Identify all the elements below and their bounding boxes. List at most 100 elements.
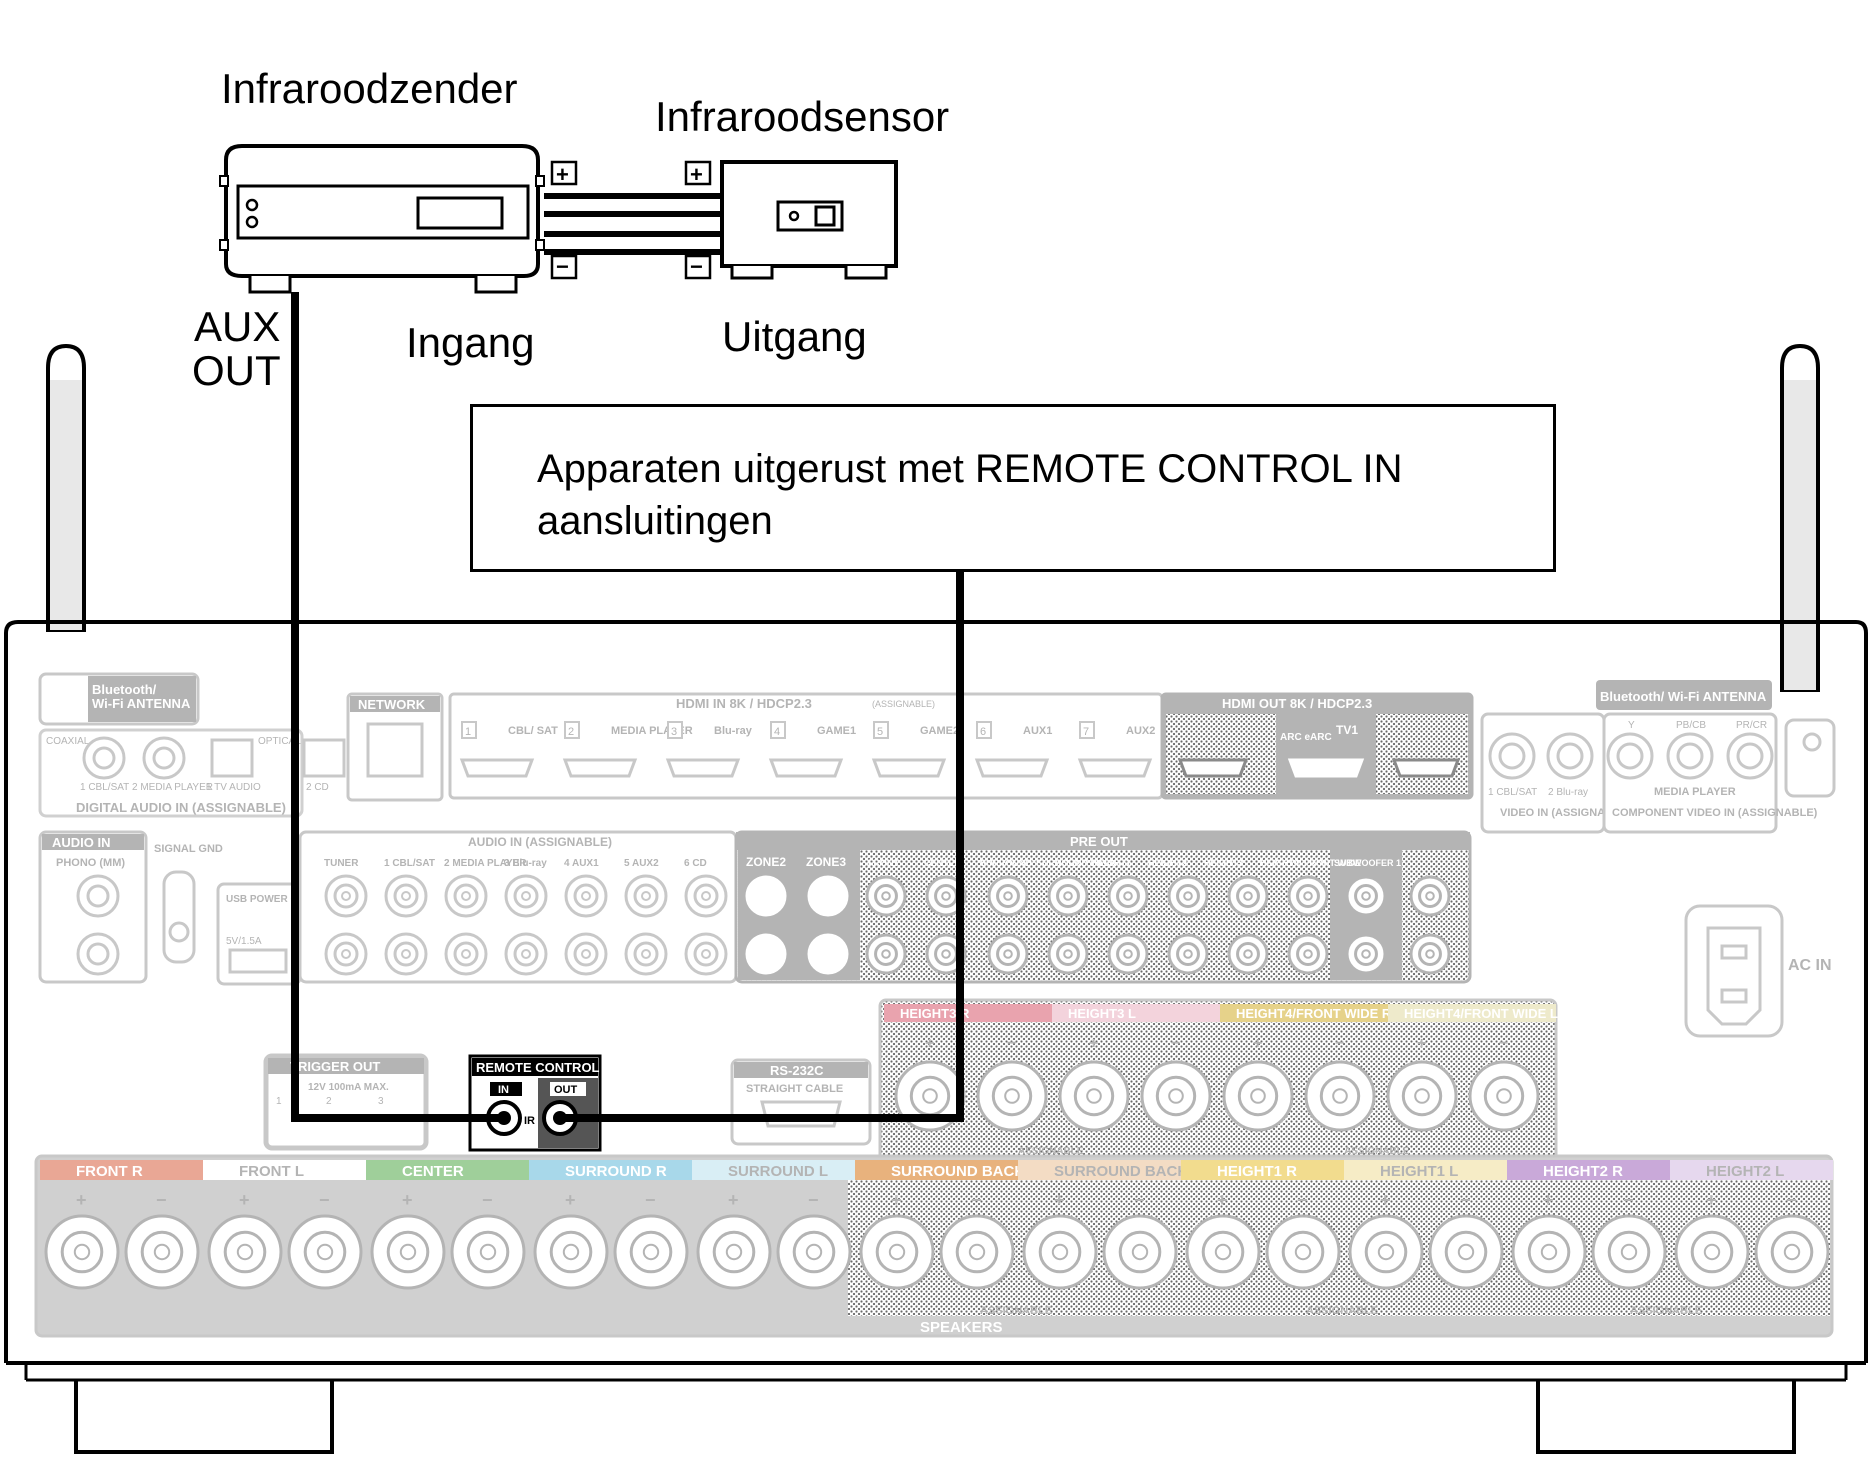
speaker-channel-header — [1181, 1160, 1344, 1180]
digital-input-4: 2 CD — [306, 782, 329, 793]
pre-out-channel-label: HEIGHT3 — [1204, 858, 1243, 868]
network-label: NETWORK — [358, 697, 426, 712]
pre-out-jack-lower — [1409, 933, 1451, 975]
remote-out-cable — [560, 572, 964, 1122]
speaker-polarity-plus: + — [1380, 1190, 1391, 1210]
callout-line-1: Apparaten uitgerust met REMOTE CONTROL I… — [537, 447, 1403, 491]
signal-gnd-label: SIGNAL GND — [154, 843, 223, 855]
video-input-2: 2 Blu-ray — [1548, 787, 1588, 798]
speaker-polarity-minus: − — [1623, 1190, 1634, 1210]
upper-speaker-terminal — [1468, 1060, 1540, 1132]
speaker-terminal-minus — [287, 1214, 363, 1290]
speaker-channel-header — [529, 1160, 692, 1180]
component-y: Y — [1628, 720, 1635, 731]
upper-speaker-polarity: + — [1417, 1035, 1426, 1052]
speaker-polarity-minus: − — [645, 1190, 656, 1210]
hdmi-in-number-box — [770, 721, 786, 739]
aux-out-cable — [291, 292, 504, 1122]
speaker-channel-label: SURROUND BACK R — [891, 1163, 1040, 1180]
audio-in-jack-r — [504, 932, 548, 976]
audio-in-jack-l — [684, 874, 728, 918]
pre-out-jack-upper — [1345, 875, 1387, 917]
hdmi-in-number: 2 — [568, 726, 574, 738]
audio-in-jack-l — [444, 874, 488, 918]
trigger-1: 1 — [276, 1096, 282, 1107]
pre-out-jack-lower — [987, 933, 1029, 975]
audio-in-jack-l — [564, 874, 608, 918]
ir-sensor — [720, 160, 898, 280]
bt-antenna-left-label-1: Bluetooth/ — [92, 682, 157, 697]
optical-jack-1 — [210, 738, 254, 778]
hdmi-in-port — [459, 758, 535, 778]
audio-in-name: 4 AUX1 — [564, 858, 599, 869]
pre-out-jack-upper — [807, 875, 849, 917]
hdmi-in-number: 7 — [1083, 726, 1089, 738]
pre-out-jack-upper — [1047, 875, 1089, 917]
speaker-polarity-minus: − — [808, 1190, 819, 1210]
upper-speaker-header — [1388, 1004, 1556, 1022]
svg-text:−: − — [690, 254, 703, 279]
pre-out-jack-upper — [1287, 875, 1329, 917]
video-input-1: 1 CBL/SAT — [1488, 787, 1537, 798]
pre-out-channel-label: CENTER — [924, 858, 962, 868]
audio-in-jack-r — [384, 932, 428, 976]
speaker-polarity-minus: − — [971, 1190, 982, 1210]
component-jack-y — [1606, 732, 1654, 780]
sensor-cable — [544, 193, 722, 255]
upper-speaker-terminal — [1386, 1060, 1458, 1132]
component-pr: PR/CR — [1736, 720, 1767, 731]
hdmi-in-name: AUX2 — [1126, 725, 1155, 737]
hdmi-in-number: 6 — [980, 726, 986, 738]
speaker-terminal-minus — [450, 1214, 526, 1290]
antenna-connector-right — [1784, 718, 1836, 798]
network-jack — [366, 722, 424, 778]
speaker-polarity-minus: − — [1460, 1190, 1471, 1210]
speaker-terminal-minus — [124, 1214, 200, 1290]
speaker-polarity-plus: + — [891, 1190, 902, 1210]
audio-in-phono-label: AUDIO IN — [52, 835, 111, 850]
hdmi-in-label: HDMI IN 8K / HDCP2.3 — [676, 696, 812, 711]
pre-out-channel-label: HEIGHT4/ FRONT WIDE — [1260, 858, 1361, 868]
trigger-3: 3 — [378, 1096, 384, 1107]
speaker-polarity-minus: − — [1297, 1190, 1308, 1210]
digital-audio-label: DIGITAL AUDIO IN (ASSIGNABLE) — [76, 800, 286, 815]
coax-jack-2 — [142, 736, 186, 780]
transmitter-plus-terminal: + — [550, 160, 578, 187]
hdmi-in-port — [665, 758, 741, 778]
media-player-label: MEDIA PLAYER — [1654, 786, 1736, 798]
pre-out-jack-lower — [1167, 933, 1209, 975]
upper-speaker-header — [884, 1004, 1052, 1022]
upper-speaker-label: HEIGHT4/FRONT WIDE L — [1404, 1006, 1558, 1021]
hdmi-in-number: 1 — [465, 726, 471, 738]
speaker-terminal-plus — [1022, 1214, 1098, 1290]
speaker-polarity-plus: + — [1706, 1190, 1717, 1210]
upper-speaker-label: HEIGHT3 L — [1068, 1006, 1136, 1021]
bt-antenna-right-label: Bluetooth/ Wi-Fi ANTENNA — [1600, 689, 1767, 704]
upper-speaker-polarity: + — [1253, 1035, 1262, 1052]
digital-input-2: 2 MEDIA PLAYER — [132, 782, 213, 793]
hdmi-in-port — [974, 758, 1050, 778]
audio-in-jack-r — [624, 932, 668, 976]
audio-in-name: 1 CBL/SAT — [384, 858, 435, 869]
pre-out-channel-label: SURROUND BACK — [1036, 858, 1117, 868]
speaker-channel-label: FRONT L — [239, 1163, 304, 1180]
aux-out-label-1: AUX — [194, 303, 281, 350]
speaker-polarity-plus: + — [1217, 1190, 1228, 1210]
upper-speaker-polarity: − — [1171, 1035, 1180, 1052]
remote-ir-label: IR — [524, 1115, 535, 1127]
audio-in-label: AUDIO IN (ASSIGNABLE) — [468, 835, 612, 849]
hdmi-out-tv1: TV1 — [1336, 723, 1358, 737]
svg-text:+: + — [690, 162, 703, 187]
speaker-polarity-plus: + — [76, 1190, 87, 1210]
component-jack-pb — [1666, 732, 1714, 780]
upper-speaker-terminal — [1222, 1060, 1294, 1132]
svg-text:+: + — [556, 162, 569, 187]
upper-speaker-polarity: + — [925, 1035, 934, 1052]
speaker-terminal-plus — [1511, 1214, 1587, 1290]
phono-jack-r — [76, 932, 120, 976]
sensor-plus-terminal: + — [684, 160, 712, 187]
hdmi-in-name: AUX1 — [1023, 725, 1052, 737]
pre-out-jack-upper — [987, 875, 1029, 917]
